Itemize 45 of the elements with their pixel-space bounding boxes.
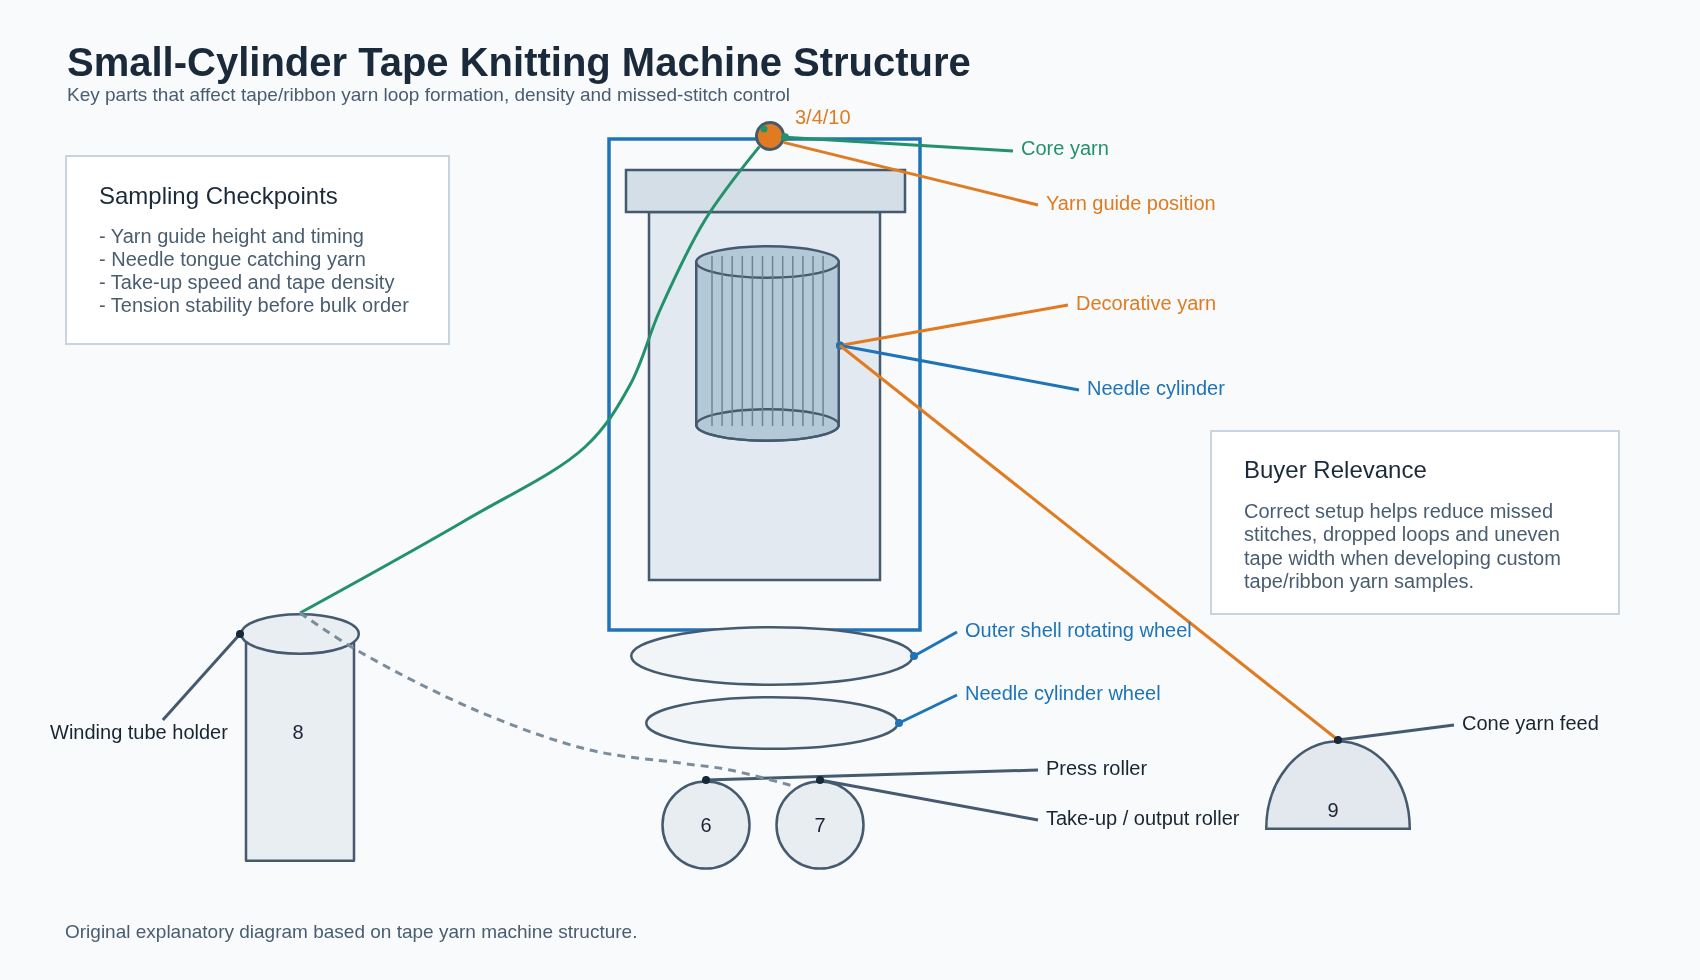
info-panel <box>1210 430 1620 615</box>
panel-heading: Buyer Relevance <box>1244 456 1428 484</box>
checklist-item: - Yarn guide height and timing <box>99 225 365 248</box>
callout-number: 7 <box>814 814 826 836</box>
part-label: Cone yarn feed <box>1454 711 1599 735</box>
roller-circle <box>661 780 751 870</box>
checklist-panel <box>65 155 450 345</box>
part-label: Press roller <box>1038 756 1148 780</box>
checklist-item: - Tension stability before bulk order <box>99 294 410 317</box>
callout-number: 3/4/10 <box>795 107 851 127</box>
part-label: Take-up / output roller <box>1038 806 1240 830</box>
tube-holder <box>240 613 360 862</box>
wheel-ellipse <box>630 626 914 686</box>
leader-line <box>894 693 958 728</box>
callout-number: 8 <box>292 721 304 743</box>
leader-line <box>835 341 1080 392</box>
checklist-item: - Take-up speed and tape density <box>99 271 396 294</box>
part-label: Outer shell rotating wheel <box>957 618 1192 642</box>
roller-circle <box>775 780 865 870</box>
leader-line <box>1333 723 1455 745</box>
subtitle: Key parts that affect tape/ribbon yarn loop formation, density and missed-stitch control <box>67 84 791 106</box>
part-label: Winding tube holder <box>42 720 228 744</box>
wheel-ellipse <box>645 696 899 750</box>
leader-line <box>783 140 1039 207</box>
leader-line <box>909 630 958 661</box>
part-label: Core yarn <box>1013 136 1109 160</box>
leader-line <box>780 133 1014 153</box>
panel-heading: Sampling Checkpoints <box>99 182 339 210</box>
checklist-item: - Needle tongue catching yarn <box>99 248 367 271</box>
part-label: Decorative yarn <box>1068 291 1217 315</box>
caption: Original explanatory diagram based on tape yarn machine structure. <box>65 921 638 943</box>
part-label: Yarn guide position <box>1038 191 1216 215</box>
panel-text: Correct setup helps reduce missed stitches, dropped loops and uneven tape width when developing custom tape/ribbon yarn samples. <box>1244 500 1562 594</box>
leader-line <box>161 629 245 721</box>
needle-cylinder <box>695 245 840 442</box>
yarn-path <box>299 145 761 615</box>
cone-dome <box>1265 740 1411 830</box>
callout-number: 6 <box>700 814 712 836</box>
leader-line <box>815 775 1039 822</box>
yarn-guide-circle <box>755 121 785 151</box>
part-label: Needle cylinder <box>1079 376 1225 400</box>
diagram-title: Small-Cylinder Tape Knitting Machine Structure <box>67 39 971 85</box>
callout-number: 9 <box>1327 799 1339 821</box>
part-label: Needle cylinder wheel <box>957 681 1161 705</box>
leader-line <box>701 768 1039 785</box>
